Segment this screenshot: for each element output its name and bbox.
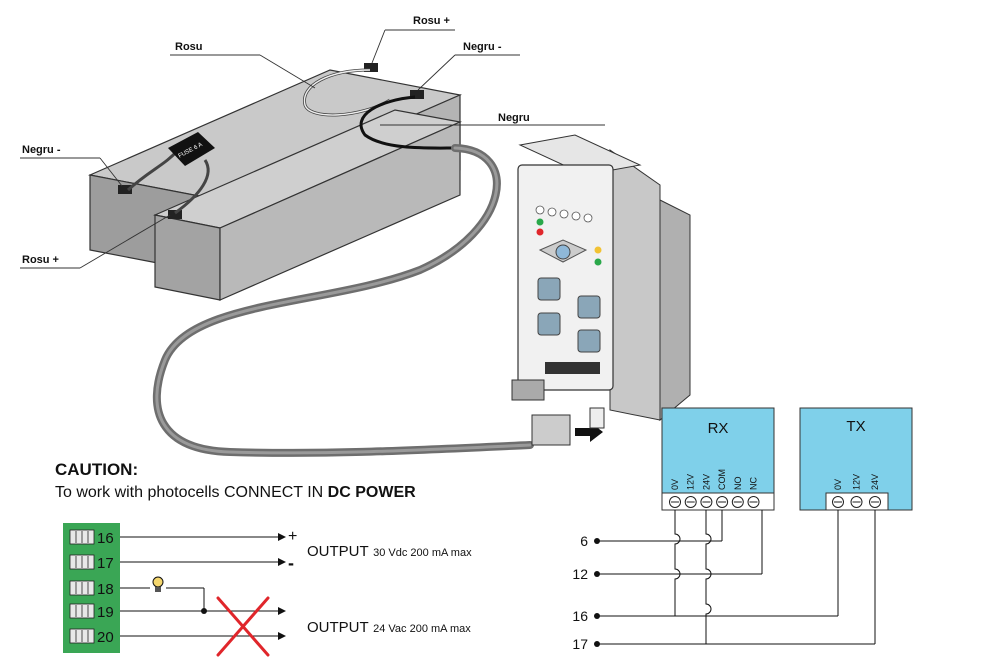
label-rosu-plus-top: Rosu + — [413, 15, 450, 27]
button-motor — [537, 312, 561, 336]
fuse: FUSE 6 A — [168, 132, 215, 166]
terminal-negru-left — [118, 185, 132, 194]
tx-transmitter: TX 0V 12V 24V — [799, 407, 913, 511]
label-negru-minus-left: Negru - — [22, 144, 61, 156]
rx-pin-label: 12V — [686, 474, 696, 490]
tx-pin-label: 0V — [833, 479, 843, 490]
wire-rosu-jumper-inner — [303, 69, 391, 116]
minus-sign: - — [288, 553, 294, 573]
bus-line-6: 6 — [580, 533, 722, 549]
caution-title: CAUTION: — [55, 460, 138, 479]
terminal-number: 18 — [97, 581, 114, 598]
junction-dot — [201, 608, 207, 614]
led-green-2 — [594, 258, 602, 266]
button-remote — [537, 277, 561, 301]
output-ac: OUTPUT 24 Vac 200 mA max — [307, 619, 471, 636]
rx-receiver: RX 0V 12V 24V COM NO NC — [661, 407, 775, 511]
led-yellow — [594, 246, 602, 254]
tx-pin-0v: 0V — [832, 479, 844, 508]
terminal-number: 16 — [97, 530, 114, 547]
bus-line-label: 16 — [572, 608, 588, 624]
output-ac-main: OUTPUT — [307, 619, 369, 636]
label-rosu-top: Rosu — [175, 41, 203, 53]
terminal-rosu-left — [168, 210, 182, 219]
selector-knob — [555, 244, 571, 260]
bus-line-label: 17 — [572, 636, 588, 652]
lamp-icon — [152, 576, 164, 592]
battery-front — [153, 109, 463, 301]
disallowed-cross-icon — [216, 596, 270, 657]
rx-pin-24v: 24V — [700, 474, 713, 508]
terminal-16: 16 — [69, 529, 114, 547]
terminal-rosu-top — [364, 63, 378, 72]
rx-pin-12v: 12V — [684, 474, 697, 508]
wire-fuse-right — [174, 159, 210, 215]
rx-pin-label: 0V — [670, 479, 680, 490]
rx-pin-list: 0V 12V 24V COM NO NC — [669, 469, 760, 508]
caution-text-bold: DC POWER — [328, 484, 416, 501]
label-negru-minus-top: Negru - — [463, 41, 502, 53]
output-dc: OUTPUT 30 Vdc 200 mA max — [307, 543, 472, 560]
status-leds — [535, 205, 593, 223]
brand-strip — [545, 362, 600, 374]
bus-line-12: 12 — [572, 566, 762, 582]
terminal-list: 16 17 18 19 20 — [69, 529, 114, 646]
rx-pin-no: NO — [731, 477, 744, 508]
output-dc-detail: 30 Vdc 200 mA max — [373, 547, 472, 559]
output-ac-detail: 24 Vac 200 mA max — [373, 623, 471, 635]
button-timer — [577, 295, 601, 319]
button-menu — [577, 329, 601, 353]
tx-pin-list: 0V 12V 24V — [832, 474, 881, 508]
rx-title: RX — [708, 420, 729, 437]
output-wiring — [120, 536, 278, 637]
output-arrowheads — [278, 533, 286, 640]
tx-pin-label: 24V — [870, 474, 880, 490]
terminal-20: 20 — [69, 628, 114, 646]
rx-pin-label: NO — [733, 477, 743, 491]
tx-title: TX — [846, 418, 865, 435]
battery-pack: FUSE 6 A — [87, 63, 463, 301]
wire-negru — [359, 95, 456, 150]
rx-pin-com: COM — [716, 469, 729, 508]
terminal-19: 19 — [69, 603, 114, 621]
label-rosu-plus-left: Rosu + — [22, 254, 59, 266]
output-dc-main: OUTPUT — [307, 543, 369, 560]
rx-pin-label: 24V — [701, 474, 711, 490]
terminal-negru-top — [410, 90, 424, 99]
label-leaders — [20, 29, 605, 269]
control-panel-face — [517, 164, 614, 391]
control-unit — [511, 134, 691, 446]
terminal-number: 20 — [97, 629, 114, 646]
tx-pin-label: 12V — [852, 474, 862, 490]
bus-line-label: 6 — [580, 533, 588, 549]
caution-text: To work with photocells CONNECT IN DC PO… — [55, 484, 416, 501]
terminal-18: 18 — [69, 580, 114, 598]
connector-socket — [511, 379, 545, 401]
rx-pin-nc: NC — [747, 477, 760, 508]
power-cable-highlight — [155, 146, 532, 455]
led-red — [536, 228, 544, 236]
header-pins — [589, 407, 605, 429]
bus-lines: 6 12 16 17 — [572, 533, 875, 652]
connector-plug — [531, 414, 571, 446]
rx-pin-label: NC — [749, 477, 759, 490]
terminal-number: 19 — [97, 604, 114, 621]
rx-pin-label: COM — [717, 469, 727, 490]
tx-pin-12v: 12V — [850, 474, 863, 508]
bus-line-17: 17 — [572, 636, 875, 652]
led-green — [536, 218, 544, 226]
tx-pin-24v: 24V — [869, 474, 881, 508]
bus-line-label: 12 — [572, 566, 588, 582]
label-negru-right: Negru — [498, 112, 530, 124]
caution-text-prefix: To work with photocells CONNECT IN — [55, 484, 328, 501]
plus-sign: + — [288, 528, 297, 545]
terminal-17: 17 — [69, 554, 114, 572]
bus-line-16: 16 — [572, 608, 838, 624]
terminal-number: 17 — [97, 555, 114, 572]
rx-pin-0v: 0V — [669, 479, 681, 508]
rx-tx-wiring — [674, 510, 876, 644]
